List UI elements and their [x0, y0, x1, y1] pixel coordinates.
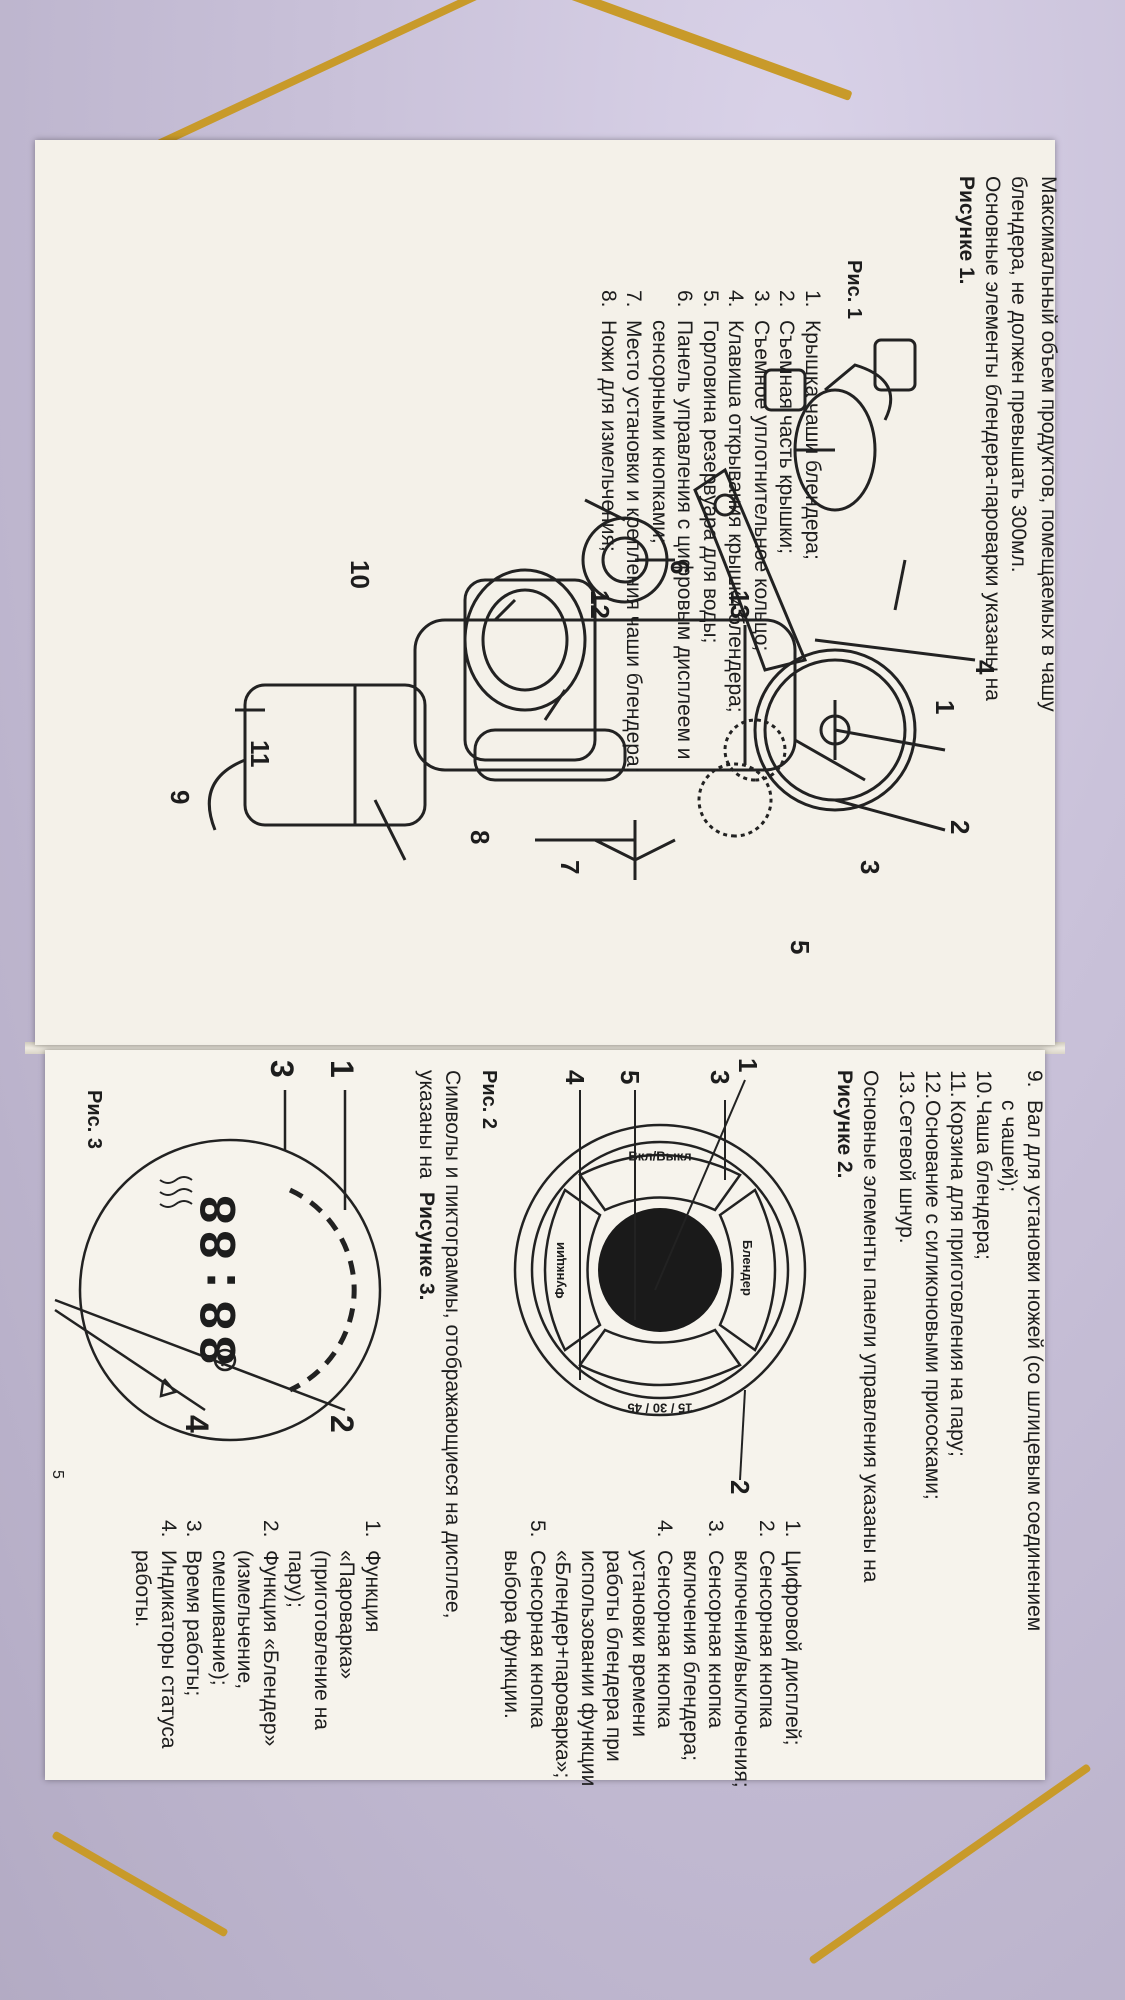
- callout-number: 1: [930, 700, 960, 715]
- parts-list: 1.Крышка чаши блендера; 2.Съемная часть …: [596, 290, 826, 773]
- figure-3-caption: Рис. 3: [83, 1090, 105, 1149]
- blade-shaft-drawing: [473, 728, 627, 782]
- list-item: 1.Функция: [361, 1520, 384, 1633]
- figure-1-caption: Рис. 1: [843, 260, 865, 319]
- list-item: пару);: [284, 1550, 308, 1608]
- list-item: 1.Крышка чаши блендера;: [801, 290, 824, 560]
- right-page: 9.Вал для установки ножей (со шлицевым с…: [45, 1050, 1046, 1788]
- callout-number: 5: [785, 940, 815, 955]
- callout-number: 1: [324, 1060, 360, 1078]
- perforated-disc-drawing: [697, 762, 773, 838]
- figure-2-control-panel: [513, 1123, 807, 1417]
- callout-number: 11: [245, 740, 275, 768]
- list-item: работы.: [131, 1550, 155, 1628]
- figure-1-blender-steamer-drawing: [207, 338, 976, 880]
- callout-number: 3: [264, 1060, 300, 1078]
- list-item: 2.Съемная часть крышки;: [775, 290, 799, 554]
- list-item: смешивание);: [208, 1550, 231, 1686]
- list-item: (измельчение,: [233, 1550, 257, 1690]
- callout-number: 10: [345, 560, 375, 589]
- left-page: Максимальный объем продуктов, помещаемых…: [35, 140, 1060, 1045]
- callout-number: 4: [179, 1415, 215, 1433]
- figure-3-leader-lines: [54, 1090, 347, 1412]
- display-symbols-list: 1.Функция «Пароварка» (приготовление на …: [130, 1520, 385, 1749]
- list-item: 3.Съемное уплотнительное кольцо;: [750, 290, 773, 652]
- base-body-drawing: [413, 618, 797, 772]
- callout-number: 3: [855, 860, 885, 875]
- list-item: 7.Место установки и крепления чаши бленд…: [622, 290, 646, 773]
- callout-number: 8: [465, 830, 495, 845]
- list-item: сенсорными кнопками;: [648, 320, 671, 544]
- list-item: 2.Функция «Блендер»: [259, 1520, 282, 1747]
- list-item: 8.Ножи для измельчения;: [597, 290, 620, 552]
- list-item: 4.Индикаторы статуса: [157, 1520, 180, 1749]
- list-item: 3.Время работы;: [182, 1520, 206, 1697]
- callout-number: 4: [970, 660, 1000, 675]
- blender-bowl-drawing: [243, 683, 427, 827]
- page-number: 5: [49, 1470, 66, 1479]
- callout-number: 9: [165, 790, 195, 805]
- steamer-basket-drawing: [463, 578, 597, 762]
- figure-2-leader-lines: [579, 1079, 746, 1481]
- list-item: (приготовление на: [310, 1550, 333, 1730]
- blades-drawing: [594, 820, 676, 880]
- list-item: 5.Горловина резервуара для воды;: [699, 290, 722, 644]
- callout-number: 2: [324, 1415, 360, 1433]
- list-item: 4.Клавиша открывания крышки блендера;: [724, 290, 748, 713]
- callout-number: 7: [555, 860, 585, 875]
- blender-lid-drawing: [753, 648, 917, 812]
- callout-number: 2: [945, 820, 975, 835]
- steam-icon: [159, 1176, 193, 1208]
- digital-display-disc: [598, 1208, 722, 1332]
- figure-3-display-symbols: [78, 1138, 382, 1442]
- list-item: 6.Панель управления с цифровым дисплеем …: [673, 290, 697, 760]
- list-item: «Пароварка»: [335, 1550, 359, 1680]
